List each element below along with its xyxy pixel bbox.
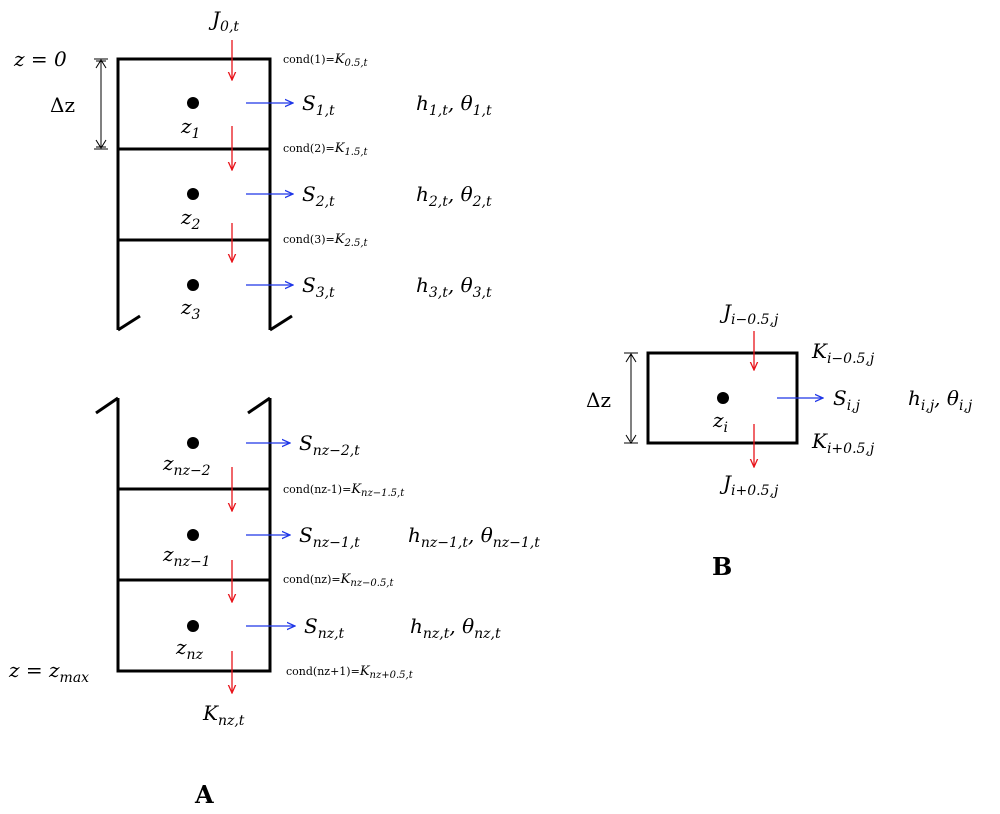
node-dot <box>187 437 199 449</box>
node-dot <box>187 529 199 541</box>
node-label-zi: zi <box>712 408 728 436</box>
break-mark <box>117 314 141 332</box>
sink-label-nz-1: Snz−1,t <box>299 523 360 551</box>
inflow-label: J0,t <box>208 7 239 35</box>
sink-label-1: S1,t <box>302 91 335 119</box>
node-dot <box>187 279 199 291</box>
node-label-znz: znz <box>175 635 204 663</box>
j-bottom-label: Ji+0.5,j <box>719 471 779 499</box>
state-label-b: hi,j, θi,j <box>908 386 973 414</box>
panel-a: Δz z = 0 z = zmax J0,t Knz,t cond(1)=K0.… <box>8 7 540 809</box>
node-label-z1: z1 <box>180 114 200 142</box>
dz-arrowhead-bottom <box>95 139 107 149</box>
cond-label-2: cond(2)=K1.5,t <box>283 141 369 158</box>
cond-label-1: cond(1)=K0.5,t <box>283 52 369 69</box>
top-depth-label: z = 0 <box>13 47 67 71</box>
panel-b: Δz Ji−0.5,j Ji+0.5,j Ki−0.5,j Ki+0.5,j z… <box>586 300 973 581</box>
node-label-z3: z3 <box>180 295 201 323</box>
node-dot <box>187 620 199 632</box>
panel-a-label: A <box>194 780 214 809</box>
bottom-depth-label: z = zmax <box>8 658 89 686</box>
dz-arrowhead-top-b <box>625 353 637 363</box>
panel-b-label: B <box>712 552 732 581</box>
cond-label-nz+1: cond(nz+1)=Knz+0.5,t <box>286 664 414 681</box>
node-dot <box>187 188 199 200</box>
state-label-nz-1: hnz−1,t, θnz−1,t <box>408 523 540 551</box>
node-label-znz-2: znz−2 <box>162 451 211 479</box>
node-label-znz-1: znz−1 <box>162 542 211 570</box>
node-dot <box>187 97 199 109</box>
cond-label-3: cond(3)=K2.5,t <box>283 232 369 249</box>
dz-label: Δz <box>50 93 75 117</box>
k-bottom-label: Ki+0.5,j <box>811 429 875 457</box>
sink-label-2: S2,t <box>302 182 335 210</box>
state-label-3: h3,t, θ3,t <box>416 273 492 301</box>
node-dot <box>717 392 729 404</box>
sink-label-3: S3,t <box>302 273 335 301</box>
dz-arrowhead-top <box>95 59 107 69</box>
state-label-1: h1,t, θ1,t <box>416 91 492 119</box>
break-mark <box>95 396 119 415</box>
node-label-z2: z2 <box>180 205 201 233</box>
cond-label-nz-1: cond(nz-1)=Knz−1.5,t <box>283 482 405 499</box>
break-mark <box>247 396 271 415</box>
outflow-label: Knz,t <box>202 701 245 729</box>
dz-label-b: Δz <box>586 388 611 412</box>
sink-label-nz-2: Snz−2,t <box>299 431 360 459</box>
state-label-2: h2,t, θ2,t <box>416 182 492 210</box>
k-top-label: Ki−0.5,j <box>811 339 875 367</box>
state-label-nz: hnz,t, θnz,t <box>410 614 501 642</box>
break-mark <box>269 314 293 332</box>
cond-label-nz: cond(nz)=Knz−0.5,t <box>283 572 394 589</box>
j-top-label: Ji−0.5,j <box>719 300 779 328</box>
sink-label-b: Si,j <box>833 386 861 414</box>
sink-label-nz: Snz,t <box>304 614 345 642</box>
